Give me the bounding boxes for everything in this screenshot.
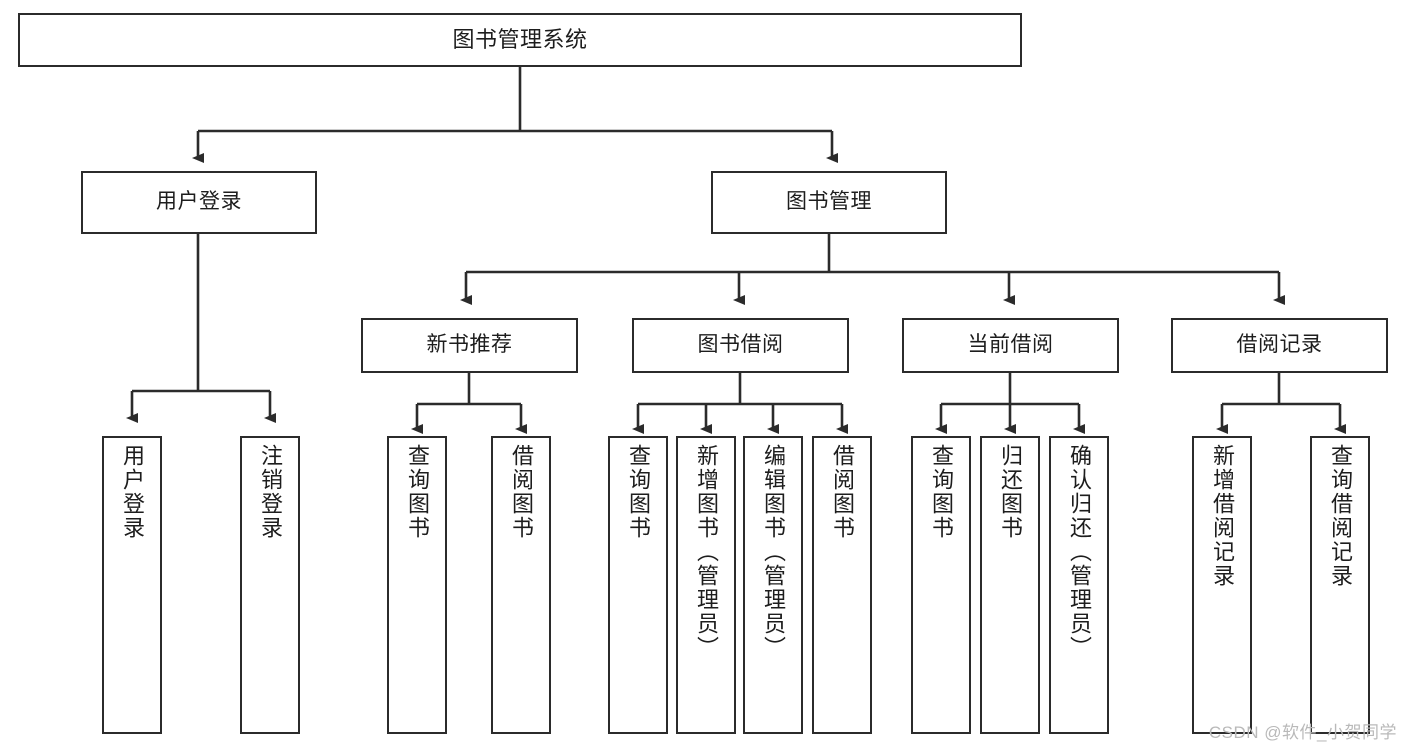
leaf-user-logout-label: 注销登录 <box>257 444 283 540</box>
leaf-current-confirm-return-admin[interactable]: 确认归还（管理员） <box>1049 436 1109 734</box>
node-current-borrow-label: 当前借阅 <box>967 333 1054 357</box>
leaf-borrow-add-book-admin-label: 新增图书（管理员） <box>693 444 719 660</box>
node-new-book-recommend[interactable]: 新书推荐 <box>361 318 578 373</box>
node-book-management[interactable]: 图书管理 <box>711 171 947 234</box>
node-current-borrow[interactable]: 当前借阅 <box>902 318 1119 373</box>
leaf-current-query-book[interactable]: 查询图书 <box>911 436 971 734</box>
leaf-recommend-query-book[interactable]: 查询图书 <box>387 436 447 734</box>
leaf-records-query-record-label: 查询借阅记录 <box>1327 444 1353 588</box>
leaf-borrow-borrow-book[interactable]: 借阅图书 <box>812 436 872 734</box>
leaf-recommend-borrow-book[interactable]: 借阅图书 <box>491 436 551 734</box>
leaf-borrow-edit-book-admin[interactable]: 编辑图书（管理员） <box>743 436 803 734</box>
leaf-recommend-borrow-book-label: 借阅图书 <box>508 444 534 540</box>
leaf-recommend-query-book-label: 查询图书 <box>404 444 430 540</box>
leaf-current-return-book[interactable]: 归还图书 <box>980 436 1040 734</box>
node-borrow-records[interactable]: 借阅记录 <box>1171 318 1388 373</box>
leaf-borrow-add-book-admin[interactable]: 新增图书（管理员） <box>676 436 736 734</box>
node-user-login-label: 用户登录 <box>156 190 242 214</box>
leaf-current-return-book-label: 归还图书 <box>997 444 1023 540</box>
leaf-records-query-record[interactable]: 查询借阅记录 <box>1310 436 1370 734</box>
leaf-user-login[interactable]: 用户登录 <box>102 436 162 734</box>
leaf-borrow-borrow-book-label: 借阅图书 <box>829 444 855 540</box>
leaf-records-add-record[interactable]: 新增借阅记录 <box>1192 436 1252 734</box>
node-book-borrow-label: 图书借阅 <box>697 333 784 357</box>
node-book-management-label: 图书管理 <box>786 190 872 214</box>
node-book-borrow[interactable]: 图书借阅 <box>632 318 849 373</box>
node-borrow-records-label: 借阅记录 <box>1236 333 1323 357</box>
leaf-user-login-label: 用户登录 <box>119 444 145 540</box>
leaf-borrow-edit-book-admin-label: 编辑图书（管理员） <box>760 444 786 660</box>
node-user-login[interactable]: 用户登录 <box>81 171 317 234</box>
node-new-book-recommend-label: 新书推荐 <box>426 333 513 357</box>
node-root-label: 图书管理系统 <box>452 27 588 53</box>
watermark: CSDN @软件_小贺同学 <box>1208 723 1397 742</box>
node-root[interactable]: 图书管理系统 <box>18 13 1022 67</box>
leaf-records-add-record-label: 新增借阅记录 <box>1209 444 1235 588</box>
leaf-current-query-book-label: 查询图书 <box>928 444 954 540</box>
leaf-user-logout[interactable]: 注销登录 <box>240 436 300 734</box>
leaf-borrow-query-book-label: 查询图书 <box>625 444 651 540</box>
leaf-current-confirm-return-admin-label: 确认归还（管理员） <box>1066 444 1092 660</box>
leaf-borrow-query-book[interactable]: 查询图书 <box>608 436 668 734</box>
